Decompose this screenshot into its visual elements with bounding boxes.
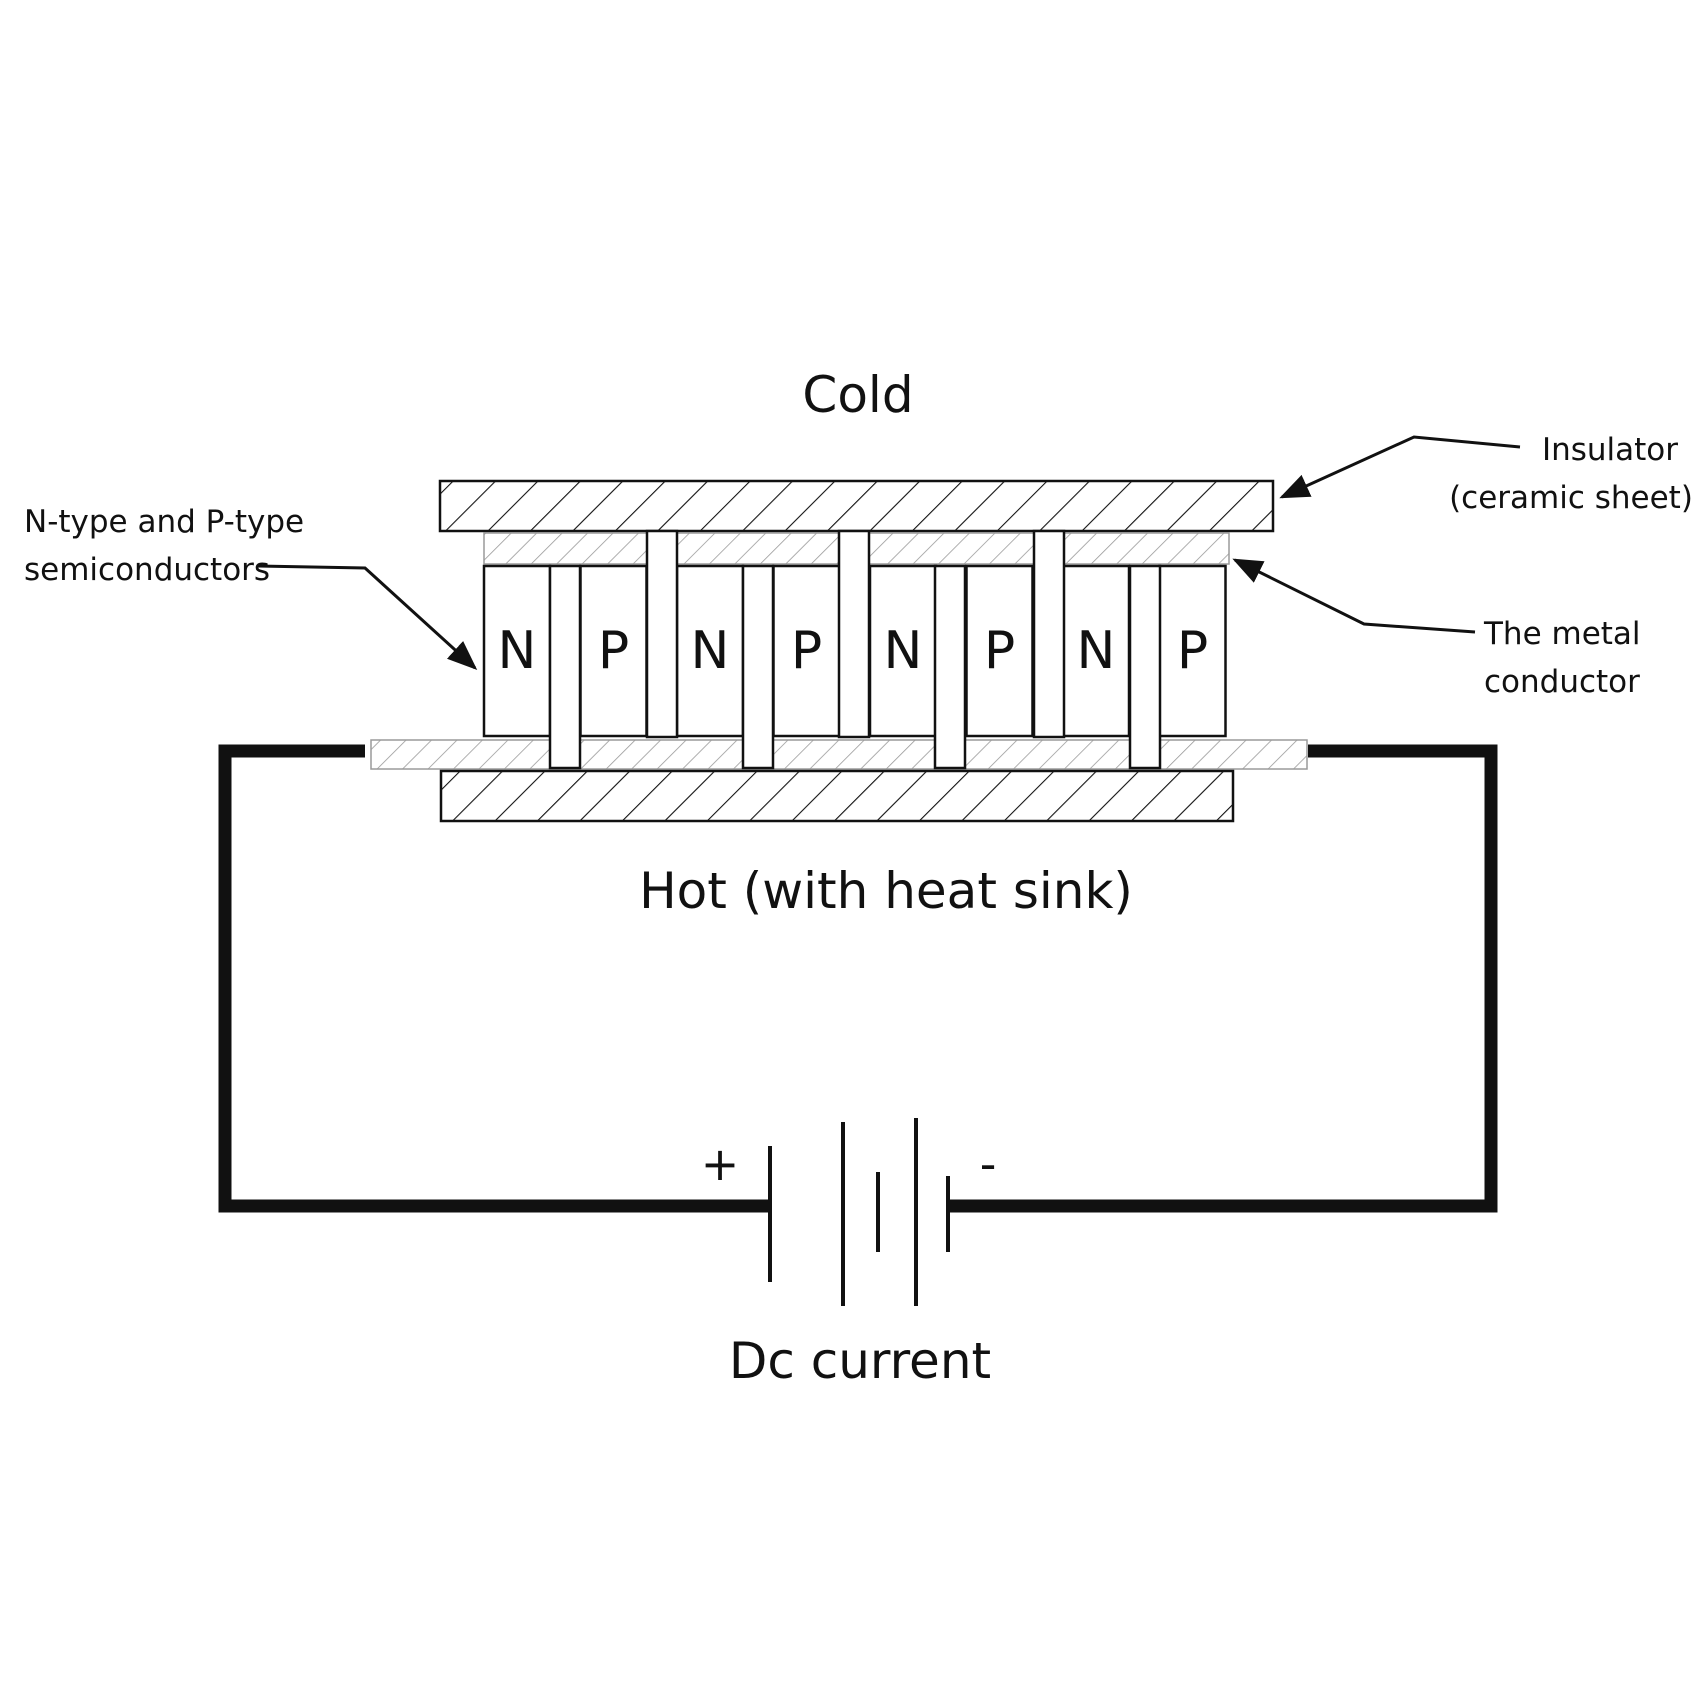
metal-conductor-callout-line1: The metal (1483, 616, 1641, 652)
n-type-label: N (1077, 621, 1116, 681)
wire-right (948, 744, 1498, 1213)
bottom-bridge (1128, 564, 1162, 770)
metal-conductor-callout: The metal conductor (1232, 558, 1641, 700)
p-type-pellet (772, 564, 841, 738)
n-type-label: N (884, 621, 923, 681)
metal-conductor-callout-line2: conductor (1484, 664, 1640, 700)
hot-label: Hot (with heat sink) (639, 862, 1133, 920)
n-type-pellet (1061, 564, 1131, 738)
insulator-callout-line1: Insulator (1542, 432, 1678, 468)
circuit-wire (218, 744, 1498, 1213)
bottom-bridge (933, 564, 967, 770)
p-type-pellet (1158, 564, 1227, 738)
insulator-callout-line2: (ceramic sheet) (1449, 480, 1693, 516)
negative-terminal-label: - (980, 1137, 997, 1191)
p-type-label: P (1177, 621, 1208, 681)
top-bridge (1032, 529, 1066, 739)
bottom-bridge (548, 564, 582, 770)
positive-terminal-label: + (701, 1137, 740, 1191)
connector-bridges (548, 529, 1162, 770)
metal-conductor-leader-arrow (1232, 558, 1476, 634)
p-type-label: P (791, 621, 822, 681)
bottom-insulator-plate (439, 769, 1235, 823)
top-bridge (837, 529, 871, 739)
dc-current-label: Dc current (729, 1332, 991, 1390)
semiconductors-callout-line2: semiconductors (24, 552, 270, 588)
top-insulator-plate (438, 479, 1275, 533)
battery-symbol (768, 1118, 950, 1306)
n-type-label: N (691, 621, 730, 681)
bottom-metal-conductor (370, 739, 1308, 770)
n-type-pellet (482, 564, 552, 738)
wire-left (218, 744, 770, 1213)
insulator-leader-arrow (1279, 435, 1521, 499)
p-type-label: P (984, 621, 1015, 681)
p-type-label: P (598, 621, 629, 681)
semiconductors-callout-line1: N-type and P-type (24, 504, 304, 540)
bottom-bridge (741, 564, 775, 770)
top-bridge (645, 529, 679, 739)
semiconductors-leader-arrow (257, 564, 478, 671)
insulator-callout: Insulator (ceramic sheet) (1279, 432, 1693, 516)
n-type-label: N (498, 621, 537, 681)
semiconductors-callout: N-type and P-type semiconductors (24, 504, 478, 671)
p-type-pellet (579, 564, 648, 738)
p-type-pellet (965, 564, 1034, 738)
cold-label: Cold (802, 366, 913, 424)
